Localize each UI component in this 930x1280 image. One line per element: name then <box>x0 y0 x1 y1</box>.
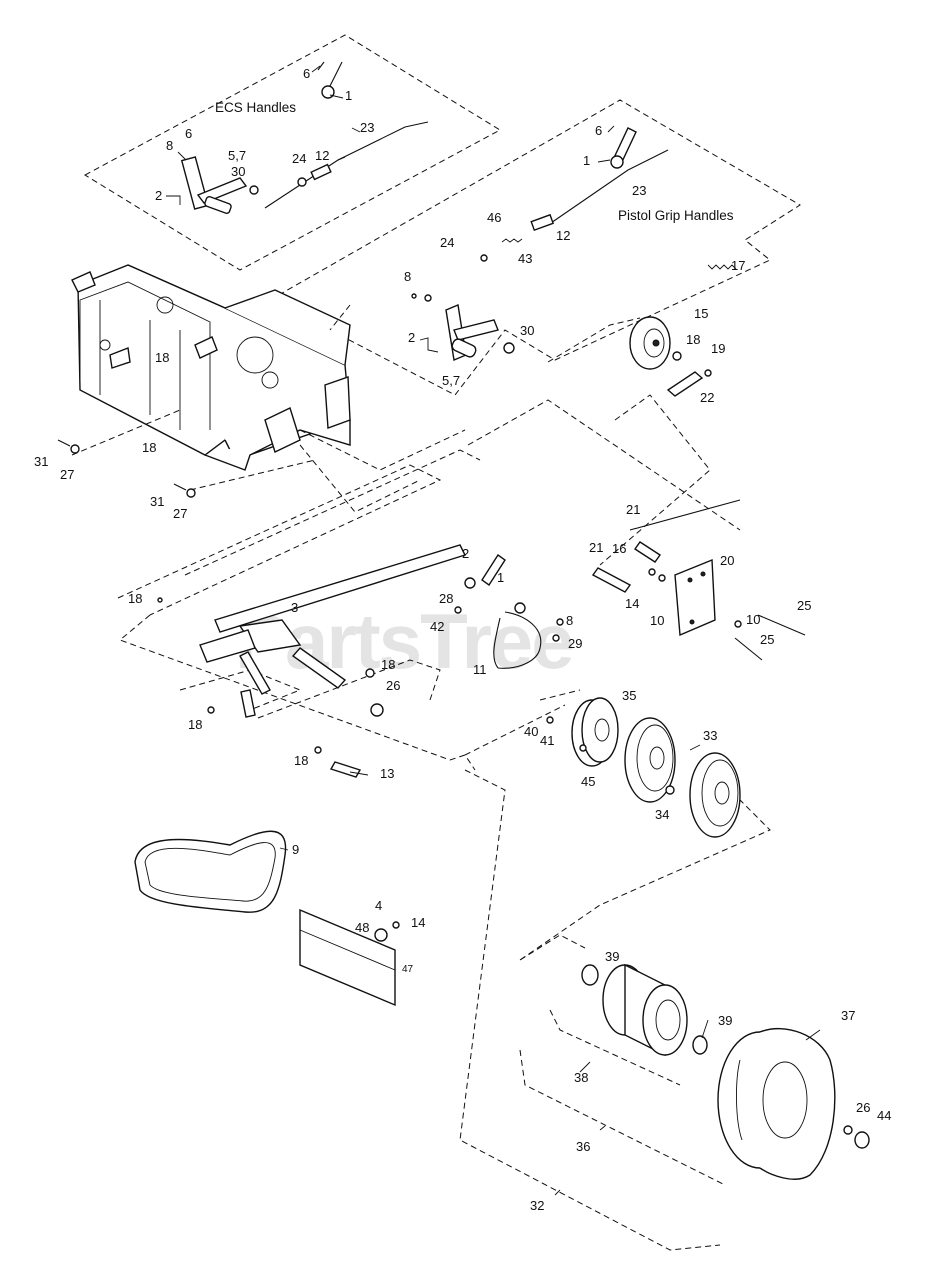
callout: 22 <box>700 390 714 405</box>
cover-plate <box>299 908 400 1007</box>
pistol-grip-title: Pistol Grip Handles <box>618 208 734 223</box>
callout: 37 <box>841 1008 855 1023</box>
callout: 32 <box>530 1198 544 1213</box>
callout: 2 <box>155 188 162 203</box>
callout: 24 <box>440 235 454 250</box>
callout: 30 <box>231 164 245 179</box>
callout: 43 <box>518 251 532 266</box>
wheel-assembly <box>459 769 870 1251</box>
callout: 1 <box>345 88 352 103</box>
callout: 46 <box>487 210 501 225</box>
callout: 4 <box>375 898 382 913</box>
callout: 17 <box>731 258 745 273</box>
frame-fasteners <box>57 439 196 498</box>
callout: 10 <box>746 612 760 627</box>
callout: 25 <box>760 632 774 647</box>
callout: 41 <box>540 733 554 748</box>
callout: 18 <box>188 717 202 732</box>
callout: 8 <box>404 269 411 284</box>
callout: 26 <box>386 678 400 693</box>
callout: 39 <box>605 949 619 964</box>
callout: 20 <box>720 553 734 568</box>
callout: 18 <box>155 350 169 365</box>
callout: 18 <box>294 753 308 768</box>
ecs-handles-group: ECS Handles <box>83 34 502 271</box>
callout: 14 <box>411 915 425 930</box>
drive-belt <box>134 830 287 913</box>
callout: 45 <box>581 774 595 789</box>
callout: 10 <box>650 613 664 628</box>
callout: 18 <box>128 591 142 606</box>
callout: 3 <box>291 600 298 615</box>
callout: 38 <box>574 1070 588 1085</box>
callout: 13 <box>380 766 394 781</box>
callout: 27 <box>60 467 74 482</box>
callout: 36 <box>576 1139 590 1154</box>
callout: 2 <box>408 330 415 345</box>
callout: 26 <box>856 1100 870 1115</box>
callout: 1 <box>583 153 590 168</box>
callout: 21 <box>626 502 640 517</box>
callout: 25 <box>797 598 811 613</box>
callout: 16 <box>612 541 626 556</box>
callout: 15 <box>694 306 708 321</box>
callout: 6 <box>595 123 602 138</box>
callout: 5,7 <box>442 373 460 388</box>
callout: 23 <box>360 120 374 135</box>
callout: 23 <box>632 183 646 198</box>
callout: 12 <box>556 228 570 243</box>
callout: 18 <box>142 440 156 455</box>
callout: 12 <box>315 148 329 163</box>
callout: 14 <box>625 596 639 611</box>
callout: 21 <box>589 540 603 555</box>
callout: 35 <box>622 688 636 703</box>
callout: 31 <box>150 494 164 509</box>
ecs-handles-title: ECS Handles <box>215 100 296 115</box>
callout: 8 <box>566 613 573 628</box>
callout-labels: 6 1 8 6 5,7 30 24 12 23 2 6 1 23 46 12 2… <box>34 66 891 1213</box>
callout: 40 <box>524 724 538 739</box>
callout: 31 <box>34 454 48 469</box>
callout: 30 <box>520 323 534 338</box>
callout: 44 <box>877 1108 891 1123</box>
callout: 11 <box>473 662 487 677</box>
callout: 2 <box>462 546 469 561</box>
callout: 29 <box>568 636 582 651</box>
callout: 33 <box>703 728 717 743</box>
callout: 9 <box>292 842 299 857</box>
frame-chassis <box>71 264 351 471</box>
leader-lines <box>166 65 821 1196</box>
callout: 1 <box>497 570 504 585</box>
callout: 8 <box>166 138 173 153</box>
axle-assembly <box>117 449 566 778</box>
callout: 28 <box>439 591 453 606</box>
callout: 6 <box>303 66 310 81</box>
callout: 47 <box>402 964 414 975</box>
callout: 18 <box>381 657 395 672</box>
pulley-assembly <box>519 689 771 961</box>
callout: 27 <box>173 506 187 521</box>
callout: 34 <box>655 807 669 822</box>
callout: 19 <box>711 341 725 356</box>
callout: 42 <box>430 619 444 634</box>
bracket-assembly <box>591 499 806 661</box>
callout: 39 <box>718 1013 732 1028</box>
callout: 48 <box>355 920 369 935</box>
callout: 5,7 <box>228 148 246 163</box>
callout: 18 <box>686 332 700 347</box>
pistol-grip-handles-group: Pistol Grip Handles <box>268 99 801 397</box>
callout: 6 <box>185 126 192 141</box>
callout: 24 <box>292 151 306 166</box>
